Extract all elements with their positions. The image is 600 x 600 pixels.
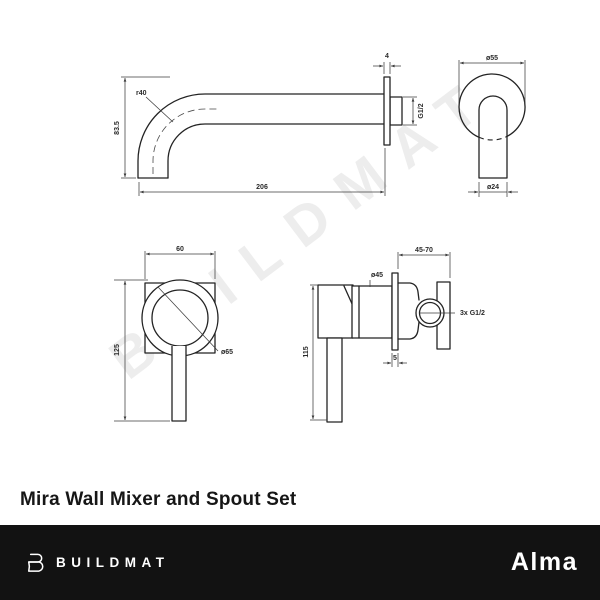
product-title: Mira Wall Mixer and Spout Set — [20, 489, 297, 510]
mixer-lever-side — [326, 337, 343, 423]
spout-thread-stub — [389, 96, 403, 126]
mixer-side-view: 3x G1/2 45-70 ø45 115 5 — [303, 247, 485, 423]
dim-mixer-body-diameter: ø45 — [371, 272, 383, 279]
dim-plate-thickness: 5 — [393, 355, 397, 362]
dim-spout-thread: G1/2 — [418, 103, 425, 118]
mixer-body-side — [351, 285, 393, 339]
dim-mixer-width: 60 — [176, 246, 184, 253]
dim-mixer-height: 125 — [114, 344, 121, 356]
spout-centerline — [152, 108, 217, 174]
valve-bracket — [436, 281, 451, 350]
mixer-handle-front — [171, 346, 187, 422]
spout-plate-hidden-arc — [478, 135, 508, 141]
spout-side-view: r40 83.5 206 4 G1/2 — [114, 53, 425, 196]
mixer-front-view: ø65 60 125 — [114, 246, 233, 422]
spout-outer-profile — [137, 93, 385, 179]
spout-inner-profile — [167, 123, 385, 179]
spout-plate-circle — [458, 73, 526, 138]
spout-front-view: ø55 ø24 — [458, 55, 526, 197]
buildmat-logo-icon — [28, 553, 44, 572]
dim-spout-plate-diameter: ø55 — [486, 55, 498, 62]
dim-valve-depth-range: 45-70 — [415, 247, 433, 254]
dim-mixer-side-height: 115 — [303, 346, 310, 357]
brand-name: BUILDMAT — [56, 555, 170, 570]
dim-spout-height: 83.5 — [114, 121, 121, 135]
dim-spout-flange-thickness: 4 — [385, 53, 389, 60]
spout-tube-front — [478, 95, 508, 179]
dim-spout-tube-diameter: ø24 — [487, 184, 499, 191]
dim-spout-length: 206 — [256, 184, 268, 191]
mixer-plate-inner — [151, 289, 209, 347]
dim-spout-bend-radius: r40 — [136, 90, 147, 97]
valve-neck-top — [397, 282, 420, 301]
dim-mixer-plate-diameter: ø65 — [221, 349, 233, 356]
technical-drawing: r40 83.5 206 4 G1/2 — [114, 53, 526, 423]
mixer-wall-plate — [391, 272, 399, 351]
buildmat-brand: BUILDMAT — [22, 552, 169, 573]
valve-neck-bottom — [397, 321, 420, 340]
footer-bar: BUILDMAT Alma — [0, 525, 600, 600]
dim-valve-thread: 3x G1/2 — [460, 310, 485, 317]
spout-wall-flange — [383, 76, 391, 146]
collection-name: Alma — [510, 548, 578, 576]
